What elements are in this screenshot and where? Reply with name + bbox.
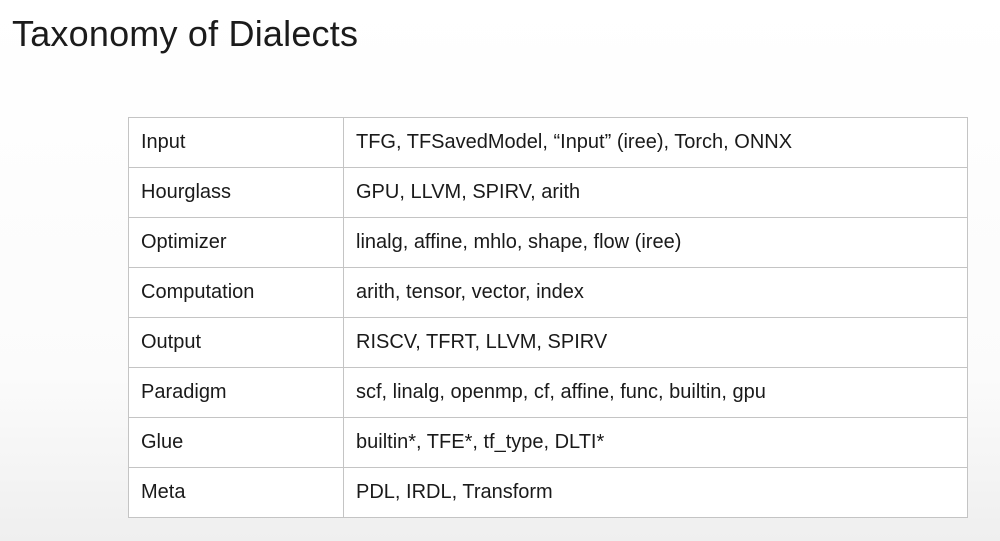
dialects-cell: TFG, TFSavedModel, “Input” (iree), Torch… [343, 117, 968, 168]
dialects-cell: builtin*, TFE*, tf_type, DLTI* [343, 417, 968, 468]
category-cell: Glue [128, 417, 344, 468]
dialects-cell: RISCV, TFRT, LLVM, SPIRV [343, 317, 968, 368]
category-cell: Computation [128, 267, 344, 318]
dialects-cell: PDL, IRDL, Transform [343, 467, 968, 518]
table-row: Input TFG, TFSavedModel, “Input” (iree),… [128, 117, 968, 168]
table-row: Output RISCV, TFRT, LLVM, SPIRV [128, 317, 968, 368]
table-row: Computation arith, tensor, vector, index [128, 267, 968, 318]
category-cell: Meta [128, 467, 344, 518]
table-row: Paradigm scf, linalg, openmp, cf, affine… [128, 367, 968, 418]
dialects-cell: linalg, affine, mhlo, shape, flow (iree) [343, 217, 968, 268]
category-cell: Optimizer [128, 217, 344, 268]
category-cell: Paradigm [128, 367, 344, 418]
category-cell: Hourglass [128, 167, 344, 218]
slide-title: Taxonomy of Dialects [12, 13, 359, 54]
table-row: Optimizer linalg, affine, mhlo, shape, f… [128, 217, 968, 268]
table-row: Glue builtin*, TFE*, tf_type, DLTI* [128, 417, 968, 468]
dialects-cell: arith, tensor, vector, index [343, 267, 968, 318]
category-cell: Output [128, 317, 344, 368]
dialects-cell: GPU, LLVM, SPIRV, arith [343, 167, 968, 218]
category-cell: Input [128, 117, 344, 168]
table-row: Hourglass GPU, LLVM, SPIRV, arith [128, 167, 968, 218]
dialect-taxonomy-table: Input TFG, TFSavedModel, “Input” (iree),… [128, 117, 968, 518]
dialects-cell: scf, linalg, openmp, cf, affine, func, b… [343, 367, 968, 418]
table-row: Meta PDL, IRDL, Transform [128, 467, 968, 518]
